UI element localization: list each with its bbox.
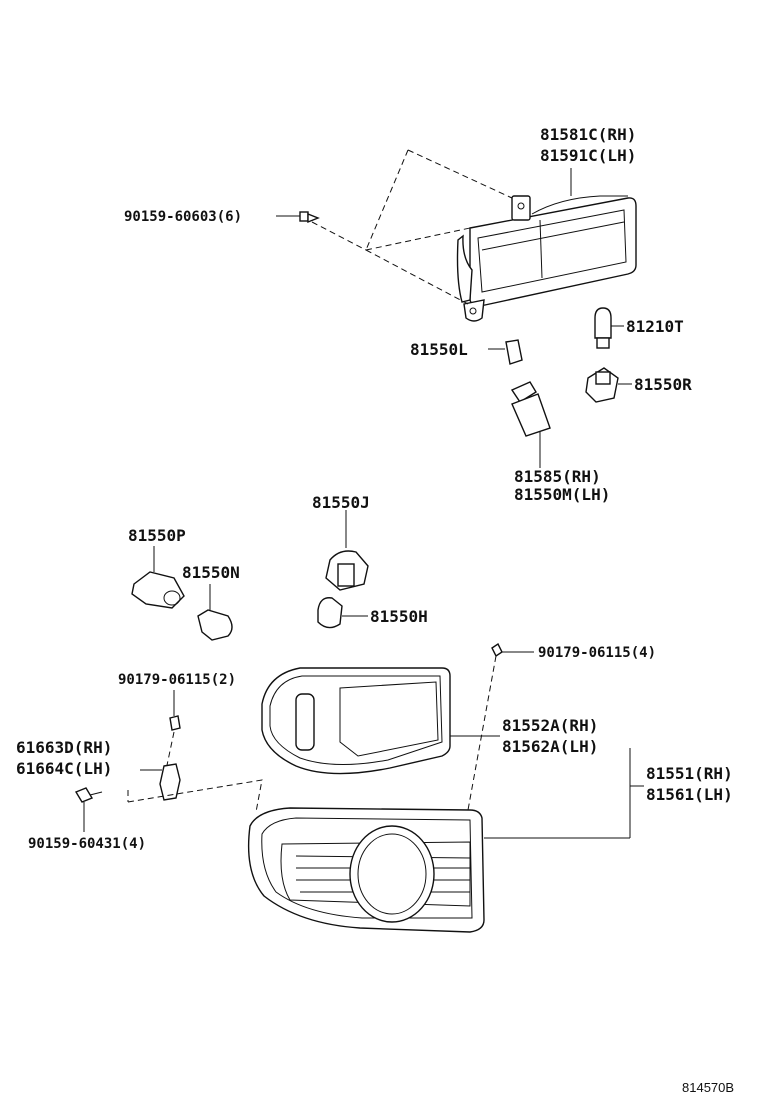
- socket-81550r: [585, 367, 632, 403]
- socket-81550l: [488, 339, 523, 365]
- label-81551: 81551(RH): [646, 764, 733, 783]
- label-90179-06115-2: 90179-06115(2): [118, 672, 236, 688]
- screw-90159-60431: [74, 787, 103, 832]
- bulb-81550n: [197, 584, 233, 641]
- bulb-81550h: [317, 597, 368, 629]
- side-marker-lamp-assembly: [456, 195, 637, 322]
- clip-90179-06115-4: [467, 642, 534, 811]
- label-81591c: 81591C(LH): [540, 146, 636, 165]
- label-81585: 81585(RH): [514, 467, 601, 486]
- clip-90179-06115-2: [165, 690, 181, 771]
- label-81562a: 81562A(LH): [502, 737, 598, 756]
- housing-81551: [247, 807, 630, 933]
- label-81550l: 81550L: [410, 340, 468, 359]
- label-81581c: 81581C(RH): [540, 125, 636, 144]
- diagram-code: 814570B: [682, 1080, 734, 1095]
- label-90179-06115-4: 90179-06115(4): [538, 645, 656, 661]
- label-81550p: 81550P: [128, 526, 186, 545]
- label-81550r: 81550R: [634, 375, 692, 394]
- label-81550m: 81550M(LH): [514, 485, 610, 504]
- label-81550h: 81550H: [370, 607, 428, 626]
- screw-90159-60603: [276, 211, 320, 224]
- label-81210t: 81210T: [626, 317, 684, 336]
- bulb-81210t: [594, 307, 624, 349]
- label-81550n: 81550N: [182, 563, 240, 582]
- label-81550j: 81550J: [312, 493, 370, 512]
- label-81552a: 81552A(RH): [502, 716, 598, 735]
- label-90159-60431: 90159-60431(4): [28, 836, 146, 852]
- socket-81550p: [131, 546, 185, 609]
- socket-81550j: [325, 510, 369, 591]
- label-90159-60603: 90159-60603(6): [124, 209, 242, 225]
- label-61663d: 61663D(RH): [16, 738, 112, 757]
- lens-81552a: [261, 667, 500, 775]
- bracket-61663d: [127, 763, 263, 813]
- label-81561: 81561(LH): [646, 785, 733, 804]
- label-61664c: 61664C(LH): [16, 759, 112, 778]
- socket-81585: [510, 381, 551, 468]
